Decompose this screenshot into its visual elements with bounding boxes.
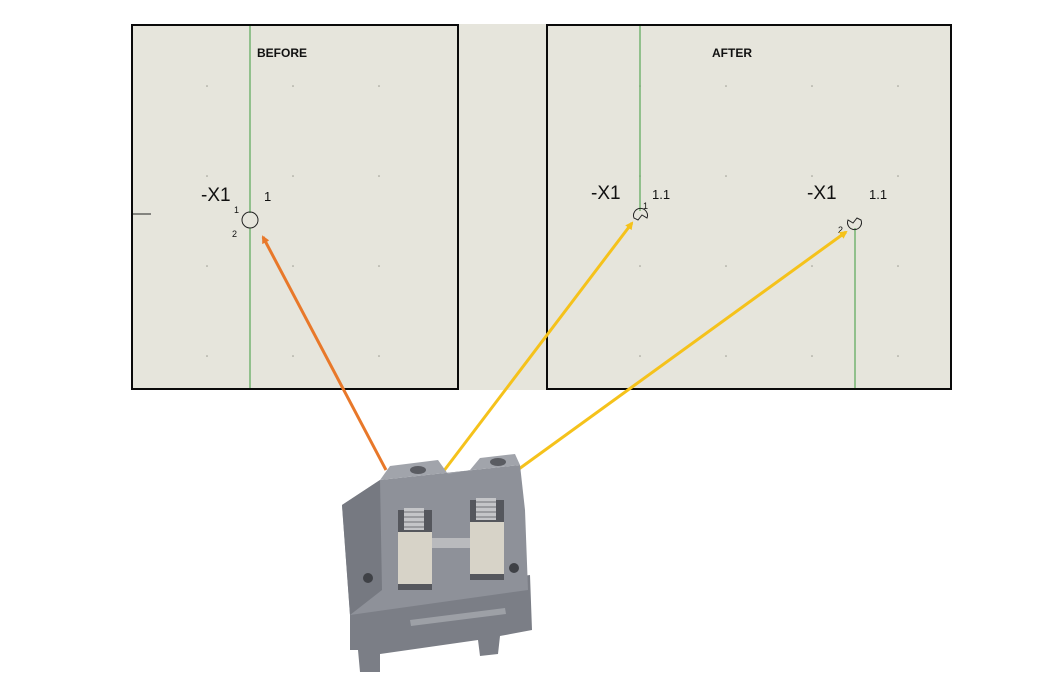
- after-left-terminal-number: 1.1: [652, 187, 671, 202]
- after-title: AFTER: [712, 46, 752, 60]
- grid-dots: [206, 85, 380, 357]
- before-pin-bottom: 2: [232, 229, 238, 239]
- terminal-symbol-left: [633, 207, 648, 221]
- after-left-pin: 1: [643, 201, 649, 211]
- after-drawing: [633, 26, 899, 388]
- terminal-symbol-right: [847, 217, 862, 231]
- after-right-terminal-number: 1.1: [869, 187, 888, 202]
- before-title: BEFORE: [257, 46, 308, 60]
- before-device-tag: -X1: [201, 185, 231, 206]
- after-right-device-tag: -X1: [807, 183, 837, 204]
- before-terminal-number: 1: [264, 189, 272, 204]
- terminal-block-image: [342, 454, 532, 672]
- before-drawing: [133, 26, 380, 388]
- terminal-symbol: [241, 211, 259, 229]
- after-left-device-tag: -X1: [591, 183, 621, 204]
- grid-dots: [639, 85, 899, 357]
- after-right-pin: 2: [838, 225, 844, 235]
- canvas-background-strip: [456, 24, 549, 390]
- before-pin-top: 1: [234, 205, 240, 215]
- before-panel: BEFORE -X1 1 1 2: [131, 24, 459, 390]
- after-panel: AFTER -X1 1.1 1 -X1 1.1 2: [546, 24, 952, 390]
